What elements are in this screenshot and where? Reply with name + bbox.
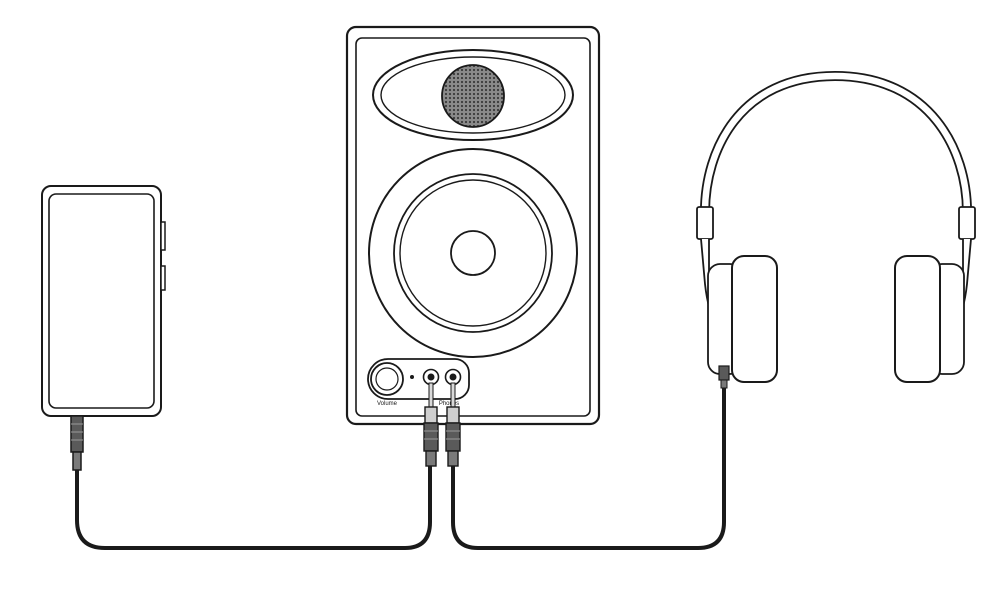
aux-audio-plug bbox=[423, 382, 439, 467]
speaker-unit: Volume Phones bbox=[345, 25, 601, 467]
phones-audio-plug bbox=[445, 382, 461, 467]
headphones-cable-plug bbox=[718, 365, 730, 389]
headphones-device bbox=[696, 70, 976, 389]
headphones-right-slider bbox=[958, 206, 976, 240]
power-indicator-dot bbox=[410, 375, 414, 379]
aux-input-jack[interactable] bbox=[422, 368, 440, 386]
phones-label: Phones bbox=[439, 401, 459, 407]
headphones-right-earcup bbox=[894, 255, 965, 383]
volume-label: Volume bbox=[377, 401, 398, 407]
headphones-left-slider bbox=[696, 206, 714, 240]
phone-side-button-lower bbox=[160, 265, 166, 291]
phone-device bbox=[41, 185, 166, 471]
headphones-left-earcup bbox=[707, 255, 778, 383]
cable-phone-to-speaker bbox=[75, 464, 432, 550]
phone-side-button-upper bbox=[160, 221, 166, 251]
speaker-control-panel: Volume Phones bbox=[367, 358, 470, 407]
speaker-woofer bbox=[368, 148, 578, 358]
headphones-headband bbox=[700, 70, 972, 217]
volume-knob[interactable] bbox=[370, 362, 404, 396]
phones-output-jack[interactable] bbox=[444, 368, 462, 386]
cable-speaker-to-headphones bbox=[451, 374, 726, 550]
phone-audio-plug bbox=[70, 415, 84, 471]
speaker-tweeter bbox=[372, 49, 574, 141]
